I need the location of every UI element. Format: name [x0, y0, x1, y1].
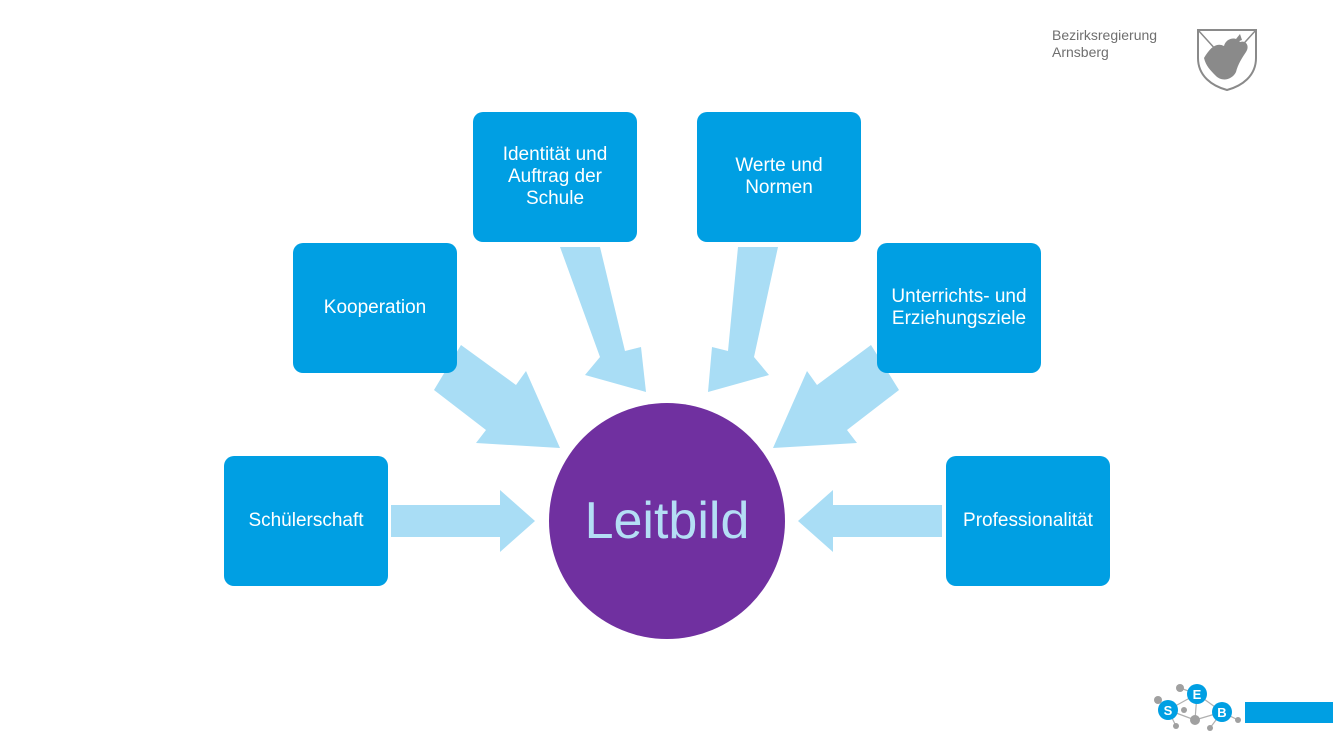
seb-network-logo-icon: S E B: [1154, 684, 1241, 731]
arrow-kooperation: [434, 345, 560, 448]
box-schuelerschaft: Schülerschaft: [224, 456, 388, 586]
box-unterrichts-und-erziehungsziele: Unterrichts- und Erziehungsziele: [877, 243, 1041, 373]
nrw-crest-icon: [1197, 29, 1257, 92]
box-professionalitaet: Professionalität: [946, 456, 1110, 586]
arrow-werte: [708, 247, 778, 392]
center-circle-leitbild: Leitbild: [549, 403, 785, 639]
box-kooperation: Kooperation: [293, 243, 457, 373]
box-werte-und-normen: Werte und Normen: [697, 112, 861, 242]
logo-letter-e: E: [1193, 687, 1202, 702]
box-identitaet-und-auftrag: Identität und Auftrag der Schule: [473, 112, 637, 242]
arrow-schuelerschaft: [391, 490, 535, 552]
logo-letter-b: B: [1217, 705, 1226, 720]
center-label: Leitbild: [584, 492, 750, 550]
footer-accent-bar: [1245, 702, 1333, 723]
logo-letter-s: S: [1164, 703, 1173, 718]
arrow-professionalitaet: [798, 490, 942, 552]
organization-name: Bezirksregierung Arnsberg: [1052, 27, 1158, 60]
arrow-identitaet: [560, 247, 646, 392]
arrow-unterricht: [773, 345, 899, 448]
